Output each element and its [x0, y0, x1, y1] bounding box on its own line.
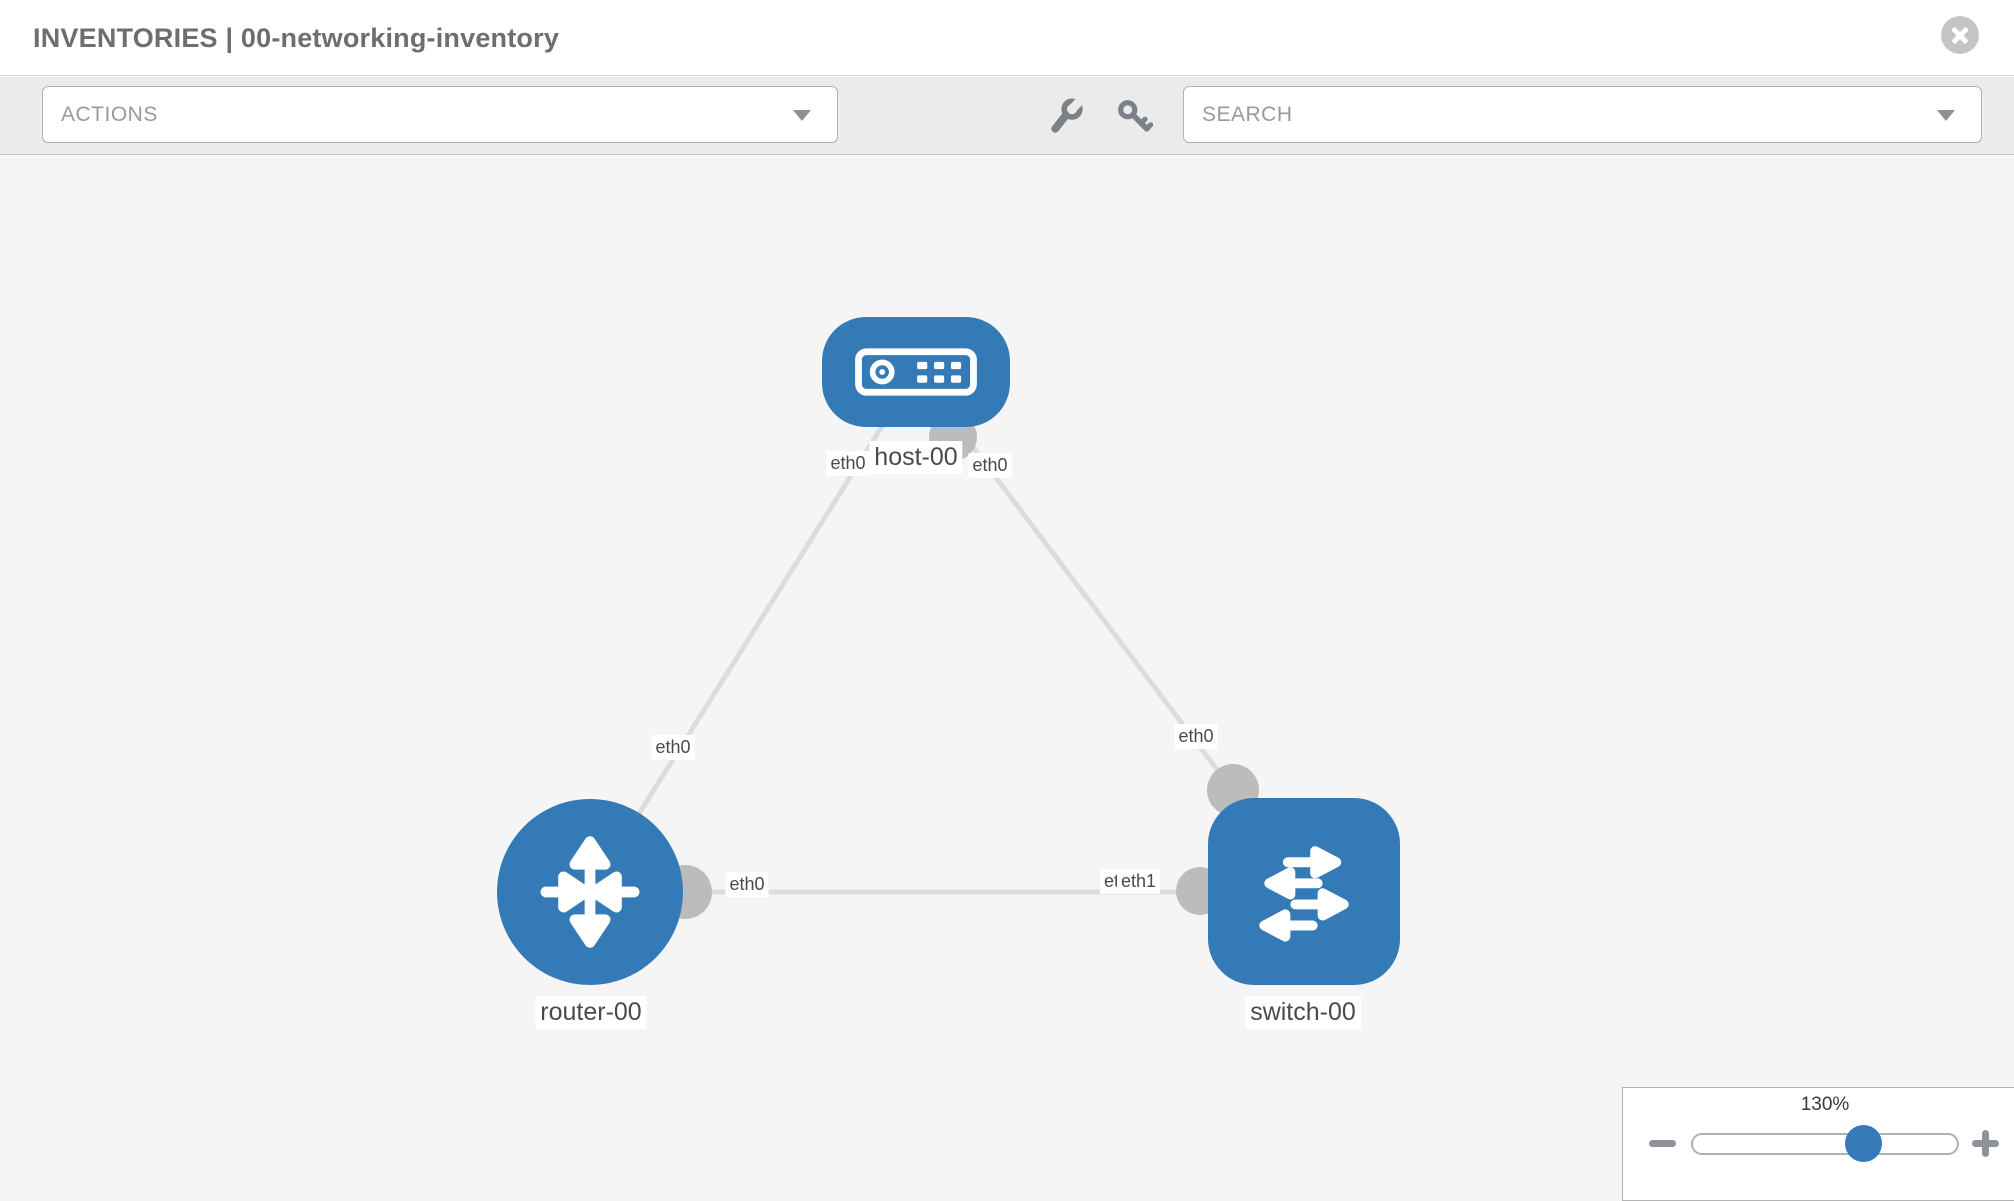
interface-label: eth0	[725, 872, 769, 897]
zoom-control-panel: 130%	[1622, 1087, 2014, 1201]
page-title: INVENTORIES | 00-networking-inventory	[33, 23, 560, 53]
zoom-in-button[interactable]	[1972, 1130, 1999, 1157]
zoom-slider-thumb[interactable]	[1845, 1125, 1882, 1162]
node-label-host: host-00	[869, 441, 963, 474]
toolbar: ACTIONS	[0, 77, 2014, 155]
interface-label: eth0	[826, 451, 870, 476]
topology-canvas[interactable]: host-00 router-00 switch-00 eth0 eth0 et…	[0, 156, 2014, 1200]
zoom-out-button[interactable]	[1649, 1140, 1676, 1147]
plus-icon	[1982, 1130, 1989, 1157]
title-bar: INVENTORIES | 00-networking-inventory	[0, 0, 2014, 76]
interface-label: eth0	[968, 453, 1012, 478]
router-icon	[540, 836, 640, 948]
wrench-icon[interactable]	[1048, 98, 1086, 136]
zoom-level: 130%	[1800, 1094, 1850, 1115]
zoom-slider-track[interactable]	[1691, 1133, 1959, 1155]
chevron-down-icon	[793, 110, 811, 121]
interface-label: eth1	[1117, 869, 1161, 894]
actions-dropdown-label: ACTIONS	[61, 103, 158, 126]
topology-edges	[587, 370, 1304, 919]
chevron-down-icon	[1937, 110, 1955, 121]
search-input[interactable]	[1202, 88, 1902, 141]
key-icon[interactable]	[1116, 98, 1154, 136]
node-switch-00[interactable]	[1208, 798, 1400, 985]
node-router-00[interactable]	[497, 799, 683, 985]
actions-dropdown[interactable]: ACTIONS	[42, 86, 838, 143]
node-label-switch: switch-00	[1245, 996, 1361, 1029]
node-label-router: router-00	[535, 996, 647, 1029]
host-icon	[855, 348, 977, 396]
search-field	[1183, 86, 1982, 143]
interface-label: eth0	[651, 735, 695, 760]
interface-label: eth0	[1174, 724, 1218, 749]
close-button[interactable]	[1941, 16, 1979, 54]
node-host-00[interactable]	[822, 317, 1010, 427]
switch-icon	[1259, 845, 1349, 942]
